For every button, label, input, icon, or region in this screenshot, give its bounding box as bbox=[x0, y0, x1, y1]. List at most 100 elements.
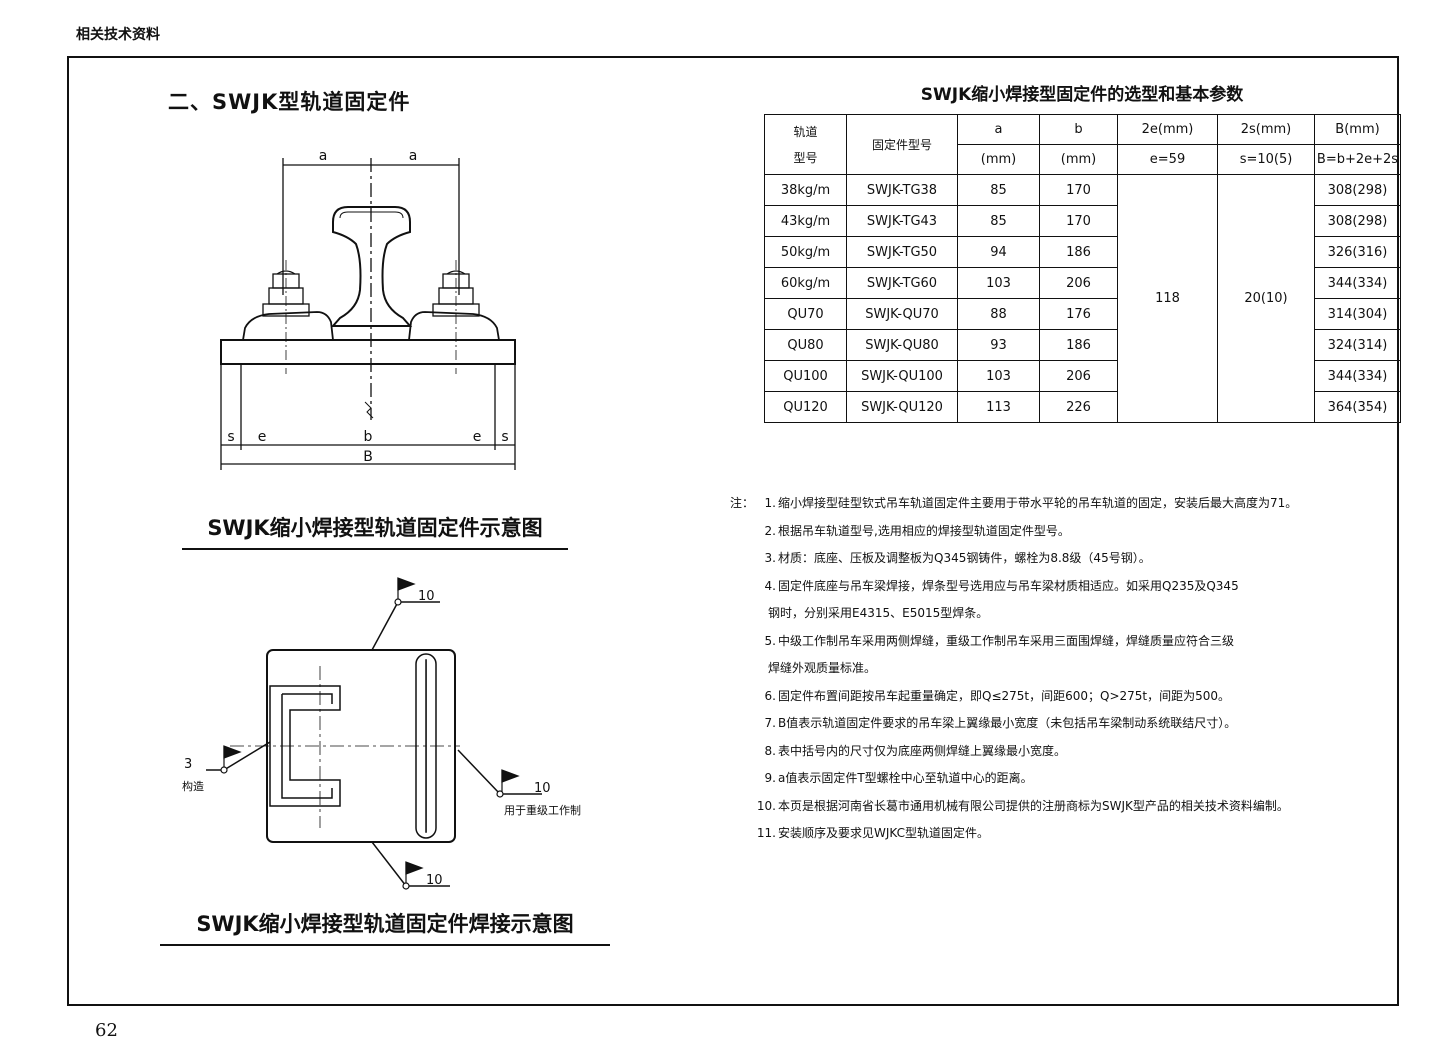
table-row: QU100 SWJK-QU100 103 206 344(334) bbox=[764, 360, 1401, 392]
note-9: a值表示固定件T型螺栓中心至轨道中心的距离。 bbox=[778, 771, 1033, 785]
dim-e-right: e bbox=[473, 429, 482, 445]
cell-b: 206 bbox=[1039, 360, 1118, 392]
cell-B: 308(298) bbox=[1314, 174, 1401, 206]
weld-plan-drawing: 10 3 构造 10 用于重级工作制 10 bbox=[182, 577, 581, 890]
dim-s-right: s bbox=[501, 429, 508, 445]
note-3: 材质：底座、压板及调整板为Q345钢铸件，螺栓为8.8级（45号钢）。 bbox=[778, 551, 1151, 565]
notes-block: 注：1.缩小焊接型硅型钦式吊车轨道固定件主要用于带水平轮的吊车轨道的固定，安装后… bbox=[730, 490, 1297, 848]
note-10: 本页是根据河南省长葛市通用机械有限公司提供的注册商标为SWJK型产品的相关技术资… bbox=[778, 798, 1289, 813]
header-B: B(mm) bbox=[1314, 114, 1401, 145]
cell-2e-merged: 118 bbox=[1117, 174, 1218, 423]
weld-left-size: 3 bbox=[184, 757, 192, 772]
cell-model: SWJK-TG43 bbox=[846, 205, 958, 237]
header-2e: 2e(mm) bbox=[1117, 114, 1218, 145]
note-8: 表中括号内的尺寸仅为底座两侧焊缝上翼缘最小宽度。 bbox=[778, 743, 1067, 758]
cell-b: 186 bbox=[1039, 329, 1118, 361]
weld-bottom-size: 10 bbox=[426, 873, 443, 888]
dim-s-left: s bbox=[227, 429, 234, 445]
cell-rail: 50kg/m bbox=[764, 236, 847, 268]
cell-model: SWJK-TG38 bbox=[846, 174, 958, 206]
cell-B: 326(316) bbox=[1314, 236, 1401, 268]
cell-a: 85 bbox=[957, 174, 1040, 206]
weld-right-size: 10 bbox=[534, 781, 551, 796]
table-row: QU70 SWJK-QU70 88 176 314(304) bbox=[764, 298, 1401, 330]
table-row: 43kg/m SWJK-TG43 85 170 308(298) bbox=[764, 205, 1401, 237]
cell-a: 88 bbox=[957, 298, 1040, 330]
figure1-caption: SWJK缩小焊接型轨道固定件示意图 bbox=[182, 512, 568, 550]
cell-model: SWJK-QU80 bbox=[846, 329, 958, 361]
cell-b: 176 bbox=[1039, 298, 1118, 330]
cell-model: SWJK-QU120 bbox=[846, 391, 958, 423]
note-7: B值表示轨道固定件要求的吊车梁上翼缘最小宽度（未包括吊车梁制动系统联结尺寸）。 bbox=[778, 716, 1237, 730]
table-row: QU120 SWJK-QU120 113 226 364(354) bbox=[764, 391, 1401, 423]
cell-B: 314(304) bbox=[1314, 298, 1401, 330]
cell-2s-merged: 20(10) bbox=[1217, 174, 1315, 423]
cell-rail: 60kg/m bbox=[764, 267, 847, 299]
table-row: QU80 SWJK-QU80 93 186 324(314) bbox=[764, 329, 1401, 361]
running-title: 相关技术资料 bbox=[76, 27, 160, 43]
cell-model: SWJK-TG60 bbox=[846, 267, 958, 299]
cell-B: 344(334) bbox=[1314, 267, 1401, 299]
header-a: a bbox=[957, 114, 1040, 145]
header-model: 固定件型号 bbox=[846, 114, 958, 175]
cell-a: 103 bbox=[957, 360, 1040, 392]
header-B-formula: B=b+2e+2s bbox=[1314, 144, 1401, 175]
header-rail-type: 轨道型号 bbox=[764, 114, 847, 175]
cell-b: 170 bbox=[1039, 205, 1118, 237]
cell-b: 206 bbox=[1039, 267, 1118, 299]
cell-a: 85 bbox=[957, 205, 1040, 237]
header-a-unit: (mm) bbox=[957, 144, 1040, 175]
parameter-table: 轨道型号 固定件型号 a b 2e(mm) 2s(mm) B(mm) (mm) … bbox=[764, 114, 1401, 423]
table-row: 38kg/m SWJK-TG38 85 170 118 20(10) 308(2… bbox=[764, 174, 1401, 423]
header-2s: 2s(mm) bbox=[1217, 114, 1315, 145]
dim-e-left: e bbox=[258, 429, 267, 445]
cell-a: 94 bbox=[957, 236, 1040, 268]
cell-a: 113 bbox=[957, 391, 1040, 423]
cell-rail: 38kg/m bbox=[764, 174, 847, 206]
cell-b: 186 bbox=[1039, 236, 1118, 268]
cell-a: 93 bbox=[957, 329, 1040, 361]
cell-b: 170 bbox=[1039, 174, 1118, 206]
dim-B: B bbox=[363, 449, 373, 465]
dim-a-right: a bbox=[409, 148, 418, 164]
cell-model: SWJK-QU100 bbox=[846, 360, 958, 392]
dim-a-left: a bbox=[319, 148, 328, 164]
dim-b: b bbox=[364, 429, 373, 445]
cell-a: 103 bbox=[957, 267, 1040, 299]
weld-right-note: 用于重级工作制 bbox=[504, 803, 581, 817]
weld-top-size: 10 bbox=[418, 589, 435, 604]
header-b: b bbox=[1039, 114, 1118, 145]
header-b-unit: (mm) bbox=[1039, 144, 1118, 175]
cell-model: SWJK-TG50 bbox=[846, 236, 958, 268]
cell-B: 344(334) bbox=[1314, 360, 1401, 392]
cell-B: 308(298) bbox=[1314, 205, 1401, 237]
cell-rail: QU120 bbox=[764, 391, 847, 423]
note-4: 固定件底座与吊车梁焊接，焊条型号选用应与吊车梁材质相适应。如采用Q235及Q34… bbox=[778, 578, 1239, 593]
note-1: 缩小焊接型硅型钦式吊车轨道固定件主要用于带水平轮的吊车轨道的固定，安装后最大高度… bbox=[778, 496, 1298, 510]
cell-rail: QU70 bbox=[764, 298, 847, 330]
cell-B: 364(354) bbox=[1314, 391, 1401, 423]
table-row: 50kg/m SWJK-TG50 94 186 326(316) bbox=[764, 236, 1401, 268]
header-e-value: e=59 bbox=[1117, 144, 1218, 175]
section-title: 二、SWJK型轨道固定件 bbox=[168, 90, 411, 114]
header-s-value: s=10(5) bbox=[1217, 144, 1315, 175]
cell-rail: QU100 bbox=[764, 360, 847, 392]
note-2: 根据吊车轨道型号,选用相应的焊接型轨道固定件型号。 bbox=[778, 523, 1070, 538]
page-number: 62 bbox=[95, 1020, 118, 1041]
notes-label: 注： bbox=[730, 496, 755, 510]
note-11: 安装顺序及要求见WJKC型轨道固定件。 bbox=[778, 826, 989, 840]
table-title: SWJK缩小焊接型固定件的选型和基本参数 bbox=[920, 85, 1244, 105]
note-6: 固定件布置间距按吊车起重量确定，即Q≤275t，间距600；Q>275t，间距为… bbox=[778, 688, 1231, 703]
cell-model: SWJK-QU70 bbox=[846, 298, 958, 330]
fastener-section-drawing: a a s e b e s B bbox=[220, 148, 516, 470]
cell-rail: QU80 bbox=[764, 329, 847, 361]
weld-left-note: 构造 bbox=[182, 779, 204, 793]
figure2-caption: SWJK缩小焊接型轨道固定件焊接示意图 bbox=[160, 908, 610, 946]
cell-b: 226 bbox=[1039, 391, 1118, 423]
drawing-frame bbox=[67, 56, 1399, 1006]
note-5-cont: 焊缝外观质量标准。 bbox=[768, 661, 877, 675]
cell-rail: 43kg/m bbox=[764, 205, 847, 237]
note-5: 中级工作制吊车采用两侧焊缝，重级工作制吊车采用三面围焊缝，焊缝质量应符合三级 bbox=[778, 633, 1235, 648]
cell-B: 324(314) bbox=[1314, 329, 1401, 361]
note-4-cont: 钢时，分别采用E4315、E5015型焊条。 bbox=[768, 606, 989, 620]
